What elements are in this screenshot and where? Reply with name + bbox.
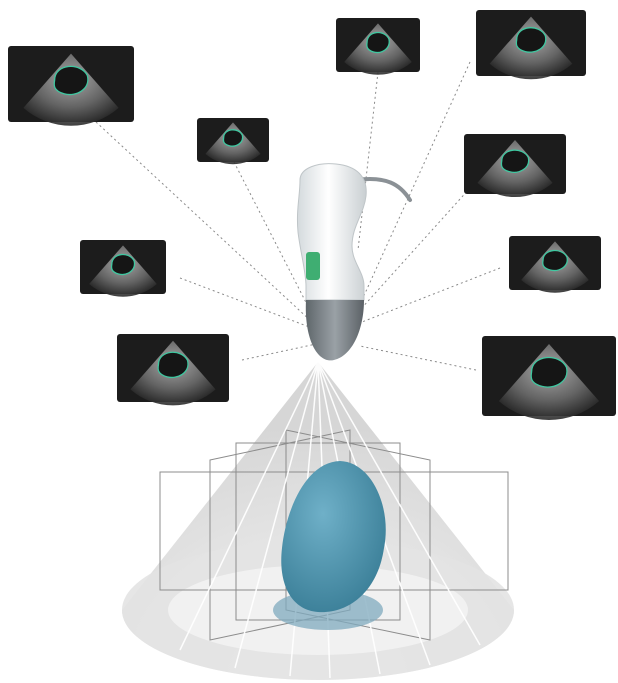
lesion-contour (158, 352, 188, 377)
ultrasound-scan-image-icon (509, 236, 601, 293)
lesion-contour (516, 28, 545, 52)
ultrasound-probe-icon (297, 164, 410, 361)
lesion-contour (543, 250, 568, 270)
ultrasound-scan-image-icon (336, 18, 420, 75)
ultrasound-scan-image-icon (482, 336, 616, 420)
leader-line (362, 268, 500, 322)
leader-line (360, 346, 476, 370)
lesion-contour (112, 254, 135, 274)
lesion-contour (223, 130, 242, 146)
leader-line (358, 72, 378, 250)
ultrasound-scan-image-icon (8, 46, 134, 126)
lesion-contour (531, 357, 567, 387)
lesion-contour (367, 32, 389, 52)
ultrasound-scan-image-icon (197, 118, 269, 164)
ultrasound-scan-image-icon (117, 334, 229, 405)
leader-line (360, 188, 470, 310)
ultrasound-scan-image-icon (80, 240, 166, 297)
ultrasound-scan-image-icon (476, 10, 586, 79)
probe-button (306, 252, 320, 280)
lesion-contour (54, 66, 88, 94)
ultrasound-scan-image-icon (464, 134, 566, 197)
probe-tip (306, 300, 364, 360)
leader-line (242, 344, 316, 360)
lesion-contour (501, 150, 528, 172)
